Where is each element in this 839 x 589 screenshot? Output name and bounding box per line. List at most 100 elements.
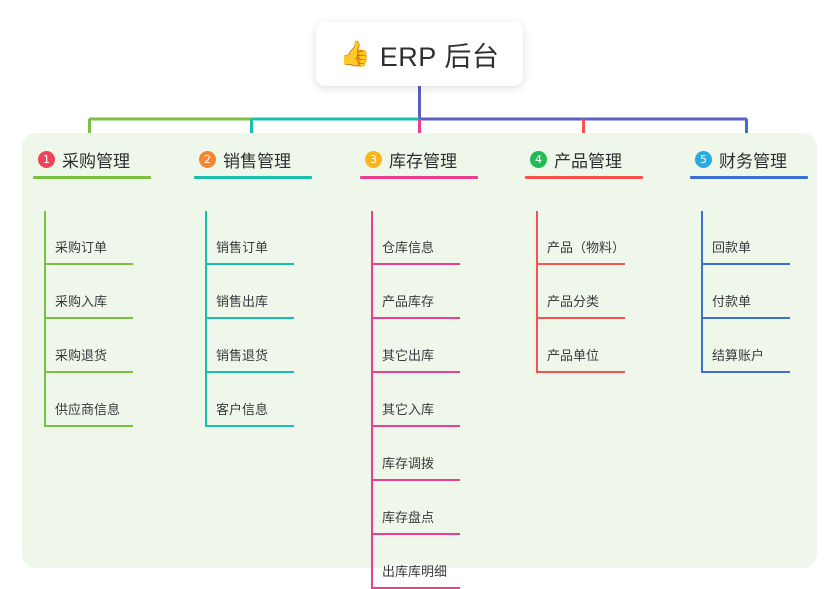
branch-item-label: 回款单 xyxy=(712,240,752,255)
item-underline xyxy=(205,371,294,373)
branch-item[interactable]: 采购订单 xyxy=(33,211,183,265)
item-underline xyxy=(44,317,133,319)
branch-item[interactable]: 产品单位 xyxy=(525,319,675,373)
item-connector-tick xyxy=(701,265,703,319)
branch-item-label: 库存调拨 xyxy=(382,456,435,471)
branch-item[interactable]: 客户信息 xyxy=(194,373,344,427)
branch-number-badge: 2 xyxy=(199,150,216,168)
branch-column: 2 销售管理销售订单销售出库销售退货客户信息 xyxy=(194,143,344,427)
branch-item[interactable]: 结算账户 xyxy=(690,319,839,373)
branch-item[interactable]: 其它出库 xyxy=(360,319,510,373)
branch-item-label: 付款单 xyxy=(712,294,752,309)
branch-item-label: 其它出库 xyxy=(382,348,435,363)
thumbs-up-icon: 👍 xyxy=(339,39,371,68)
item-connector-tick xyxy=(371,373,373,427)
branch-item[interactable]: 其它入库 xyxy=(360,373,510,427)
item-underline xyxy=(44,371,133,373)
branch-underline xyxy=(33,176,151,179)
item-connector-tick xyxy=(701,211,703,265)
branch-item[interactable]: 库存盘点 xyxy=(360,481,510,535)
branch-item-label: 产品单位 xyxy=(547,348,600,363)
item-underline xyxy=(44,425,133,427)
item-underline xyxy=(536,317,625,319)
root-node-card[interactable]: 👍 ERP 后台 xyxy=(316,22,523,86)
branch-item[interactable]: 产品库存 xyxy=(360,265,510,319)
branch-title: 库存管理 xyxy=(389,151,457,171)
branch-item[interactable]: 销售订单 xyxy=(194,211,344,265)
branch-number-badge: 1 xyxy=(38,150,55,168)
item-connector-tick xyxy=(371,265,373,319)
item-connector-tick xyxy=(371,427,373,481)
item-connector-tick xyxy=(371,481,373,535)
item-underline xyxy=(205,425,294,427)
branch-item-label: 销售出库 xyxy=(216,294,269,309)
item-connector-tick xyxy=(44,211,46,265)
branch-column: 4 产品管理产品（物料） 产品分类产品单位 xyxy=(525,143,675,373)
item-connector-tick xyxy=(205,319,207,373)
branch-title: 销售管理 xyxy=(223,151,291,171)
item-connector-tick xyxy=(205,373,207,427)
branch-item-label: 销售订单 xyxy=(216,240,269,255)
item-underline xyxy=(371,317,460,319)
item-underline xyxy=(371,263,460,265)
branch-item-label: 其它入库 xyxy=(382,402,435,417)
branch-item[interactable]: 付款单 xyxy=(690,265,839,319)
item-underline xyxy=(44,263,133,265)
item-underline xyxy=(205,317,294,319)
branch-item-list: 采购订单采购入库采购退货供应商信息 xyxy=(33,211,183,427)
branch-underline xyxy=(194,176,312,179)
branch-item-label: 采购退货 xyxy=(55,348,108,363)
branch-item[interactable]: 销售退货 xyxy=(194,319,344,373)
branch-item-label: 库存盘点 xyxy=(382,510,435,525)
item-connector-tick xyxy=(205,211,207,265)
item-underline xyxy=(371,371,460,373)
item-connector-tick xyxy=(44,373,46,427)
item-underline xyxy=(371,533,460,535)
item-underline xyxy=(701,371,790,373)
branch-item-label: 销售退货 xyxy=(216,348,269,363)
branch-item[interactable]: 采购退货 xyxy=(33,319,183,373)
branch-item-label: 仓库信息 xyxy=(382,240,435,255)
branch-item[interactable]: 销售出库 xyxy=(194,265,344,319)
item-underline xyxy=(371,425,460,427)
branch-underline xyxy=(525,176,643,179)
branch-item[interactable]: 回款单 xyxy=(690,211,839,265)
item-connector-tick xyxy=(536,265,538,319)
branch-title: 财务管理 xyxy=(719,151,787,171)
branch-item-list: 产品（物料） 产品分类产品单位 xyxy=(525,211,675,373)
item-underline xyxy=(371,479,460,481)
item-underline xyxy=(701,317,790,319)
branch-item[interactable]: 出库库明细 xyxy=(360,535,510,589)
branch-item[interactable]: 仓库信息 xyxy=(360,211,510,265)
branch-item-label: 产品（物料） xyxy=(547,240,626,255)
item-connector-tick xyxy=(371,211,373,265)
branch-title: 产品管理 xyxy=(554,151,622,171)
branch-item[interactable]: 产品（物料） xyxy=(525,211,675,265)
branch-item[interactable]: 供应商信息 xyxy=(33,373,183,427)
item-connector-tick xyxy=(536,211,538,265)
branch-underline xyxy=(690,176,808,179)
root-node-title: ERP 后台 xyxy=(379,41,500,72)
branch-header[interactable]: 4 产品管理 xyxy=(525,143,675,175)
item-connector-tick xyxy=(371,319,373,373)
branch-item-label: 供应商信息 xyxy=(55,402,121,417)
branch-item[interactable]: 库存调拨 xyxy=(360,427,510,481)
branch-item-label: 产品分类 xyxy=(547,294,600,309)
item-underline xyxy=(536,263,625,265)
branch-header[interactable]: 2 销售管理 xyxy=(194,143,344,175)
branch-number-badge: 4 xyxy=(530,150,547,168)
item-connector-tick xyxy=(205,265,207,319)
branch-item[interactable]: 采购入库 xyxy=(33,265,183,319)
branch-item-list: 销售订单销售出库销售退货客户信息 xyxy=(194,211,344,427)
item-connector-tick xyxy=(44,319,46,373)
item-underline xyxy=(701,263,790,265)
branch-item[interactable]: 产品分类 xyxy=(525,265,675,319)
branch-item-list: 回款单付款单结算账户 xyxy=(690,211,839,373)
branch-item-list: 仓库信息产品库存其它出库其它入库库存调拨库存盘点出库库明细 xyxy=(360,211,510,589)
